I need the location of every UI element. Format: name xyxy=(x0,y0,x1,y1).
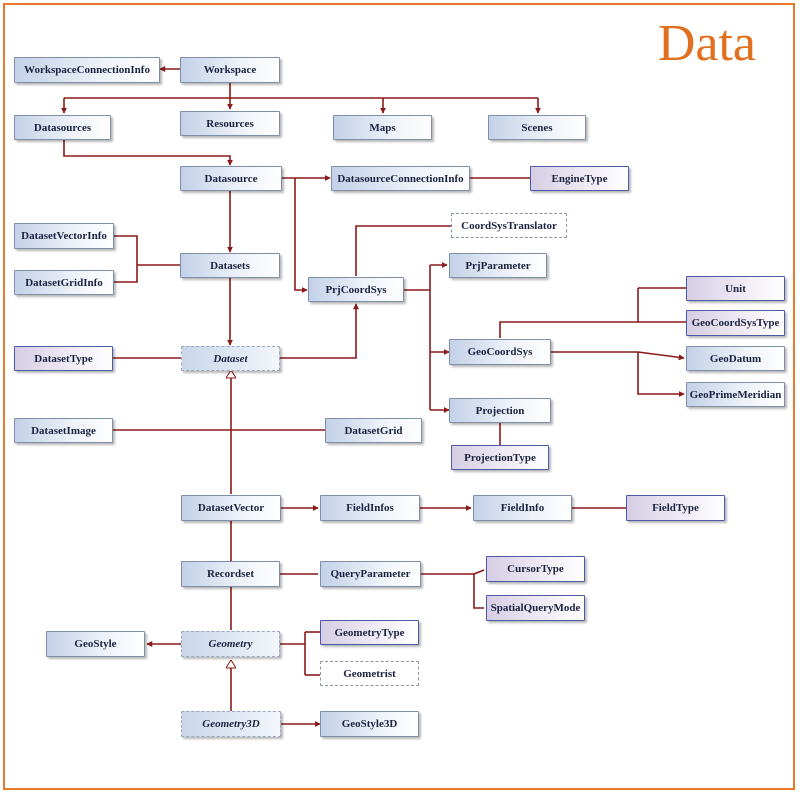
class-datasources: Datasources xyxy=(14,115,111,140)
class-workspace-connection-info: WorkspaceConnectionInfo xyxy=(14,57,160,83)
class-dataset-vector-info: DatasetVectorInfo xyxy=(14,223,114,249)
class-scenes: Scenes xyxy=(488,115,586,140)
class-recordset: Recordset xyxy=(181,561,280,587)
enum-unit: Unit xyxy=(686,276,785,301)
class-datasets: Datasets xyxy=(180,253,280,278)
class-query-parameter: QueryParameter xyxy=(320,561,421,587)
class-dataset-grid-info: DatasetGridInfo xyxy=(14,270,114,295)
enum-cursor-type: CursorType xyxy=(486,556,585,582)
class-maps: Maps xyxy=(333,115,432,140)
class-geo-style-3d: GeoStyle3D xyxy=(320,711,419,737)
enum-field-type: FieldType xyxy=(626,495,725,521)
diagram-frame xyxy=(3,3,795,790)
page-title: Data xyxy=(657,15,756,72)
class-datasource: Datasource xyxy=(180,166,282,191)
abstract-class-dataset: Dataset xyxy=(181,346,280,371)
class-dataset-grid: DatasetGrid xyxy=(325,418,422,443)
class-field-info: FieldInfo xyxy=(473,495,572,521)
class-geo-datum: GeoDatum xyxy=(686,346,785,371)
class-projection: Projection xyxy=(449,398,551,423)
class-field-infos: FieldInfos xyxy=(320,495,420,521)
class-geo-coord-sys: GeoCoordSys xyxy=(449,339,551,365)
enum-dataset-type: DatasetType xyxy=(14,346,113,371)
abstract-class-geometry-3d: Geometry3D xyxy=(181,711,281,737)
class-geo-prime-meridian: GeoPrimeMeridian xyxy=(686,382,785,407)
class-geo-style: GeoStyle xyxy=(46,631,145,657)
class-dataset-image: DatasetImage xyxy=(14,418,113,443)
enum-geometry-type: GeometryType xyxy=(320,620,419,645)
class-datasource-connection-info: DatasourceConnectionInfo xyxy=(331,166,470,191)
interface-geometrist: Geometrist xyxy=(320,661,419,686)
enum-geo-coord-sys-type: GeoCoordSysType xyxy=(686,310,785,336)
enum-spatial-query-mode: SpatialQueryMode xyxy=(486,595,585,621)
class-prj-coord-sys: PrjCoordSys xyxy=(308,277,404,302)
enum-projection-type: ProjectionType xyxy=(451,445,549,470)
class-prj-parameter: PrjParameter xyxy=(449,253,547,278)
enum-engine-type: EngineType xyxy=(530,166,629,191)
abstract-class-geometry: Geometry xyxy=(181,631,280,657)
class-workspace: Workspace xyxy=(180,57,280,83)
interface-coord-sys-translator: CoordSysTranslator xyxy=(451,213,567,238)
class-dataset-vector: DatasetVector xyxy=(181,495,281,521)
class-resources: Resources xyxy=(180,111,280,136)
